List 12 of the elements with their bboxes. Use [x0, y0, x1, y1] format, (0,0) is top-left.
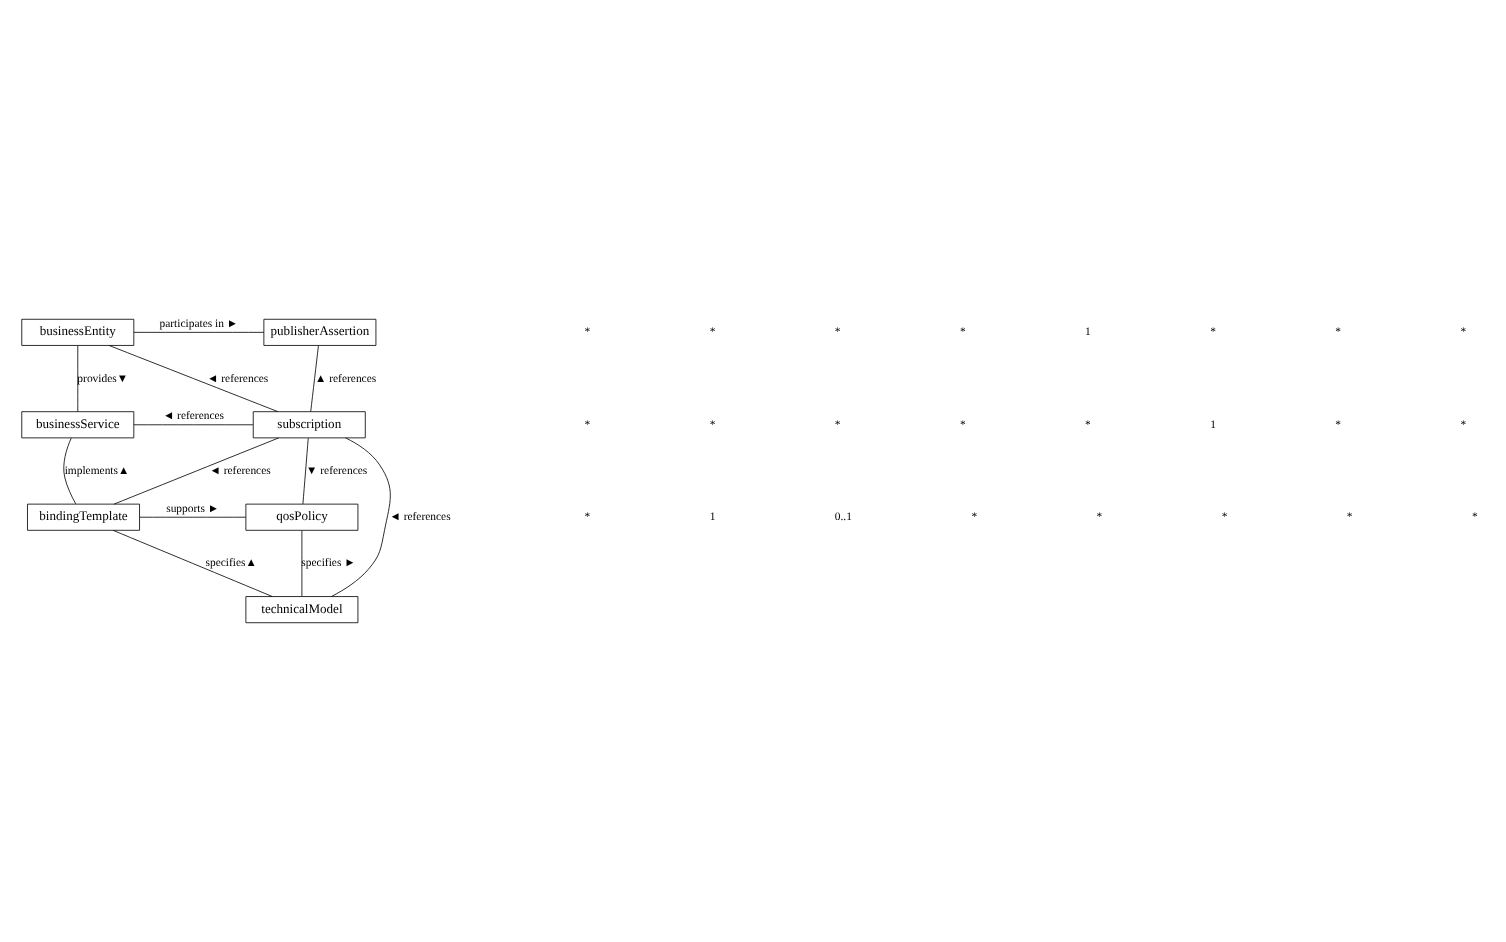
connector [63, 437, 77, 505]
connector [301, 530, 303, 597]
connector [112, 529, 273, 597]
connector [302, 437, 309, 505]
connector [113, 437, 279, 505]
connector [77, 345, 79, 412]
connector [133, 331, 265, 333]
connector [310, 345, 319, 412]
connector [331, 437, 391, 597]
connector [133, 424, 254, 426]
connector [139, 516, 247, 518]
connector [108, 345, 279, 413]
